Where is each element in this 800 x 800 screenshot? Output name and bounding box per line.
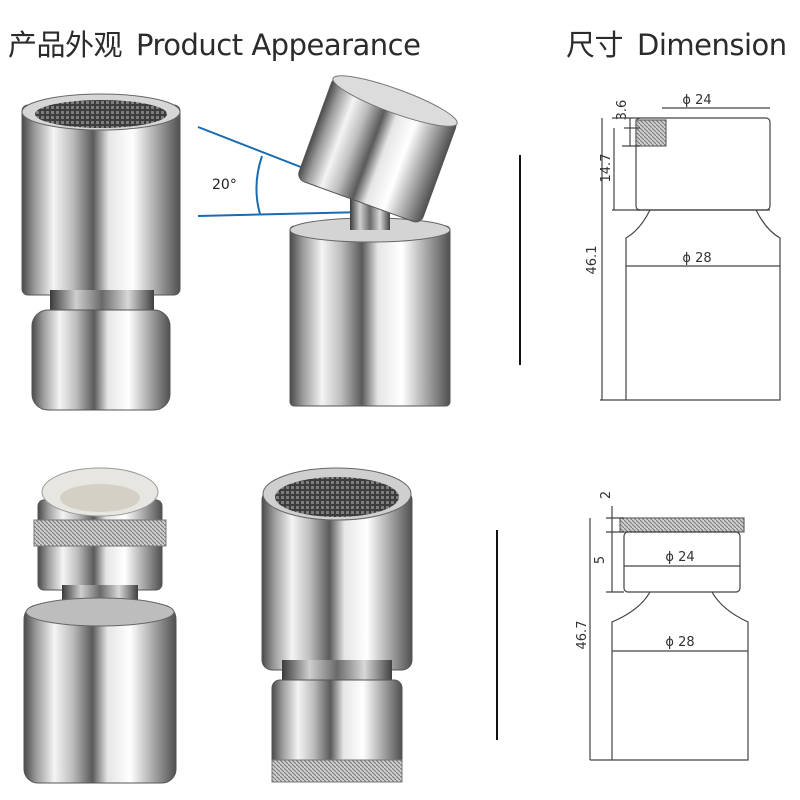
dimension-drawing-bottom [589,506,749,761]
dim-bottom-upper-diameter: ϕ 24 [665,550,694,565]
dimension-heading-cn: 尺寸 [566,28,624,62]
aerator-disassembled-view [23,467,177,784]
dim-top-total-height: 46.1 [585,246,600,275]
dim-bottom-thread-height: 2 [599,491,614,499]
dimension-heading: 尺寸 Dimension [566,22,787,64]
dim-bottom-lower-diameter: ϕ 28 [665,635,694,650]
dimension-drawing-top [600,107,781,401]
dimension-heading-en: Dimension [637,28,787,62]
dim-bottom-total-height: 46.7 [575,621,590,650]
product-appearance-heading: 产品外观 Product Appearance [8,22,421,64]
aerator-mesh [35,100,167,128]
appearance-heading-en: Product Appearance [136,28,421,62]
dim-top-upper-diameter: ϕ 24 [682,93,711,108]
aerator-assembled-view [261,467,413,783]
dim-bottom-upper-height: 5 [593,556,608,564]
dim-top-upper-height: 14.7 [599,154,614,183]
aerator-front-view [21,93,181,411]
angle-arc [255,155,263,215]
angle-line-lower [197,211,366,217]
dim-top-lower-diameter: ϕ 28 [682,251,711,266]
aerator-tilted-view: 20° [197,75,458,407]
angle-label: 20° [212,177,237,193]
dim-top-thread-height: 3.6 [615,100,630,121]
appearance-heading-cn: 产品外观 [8,28,123,62]
aerator-mesh-2 [275,477,399,517]
